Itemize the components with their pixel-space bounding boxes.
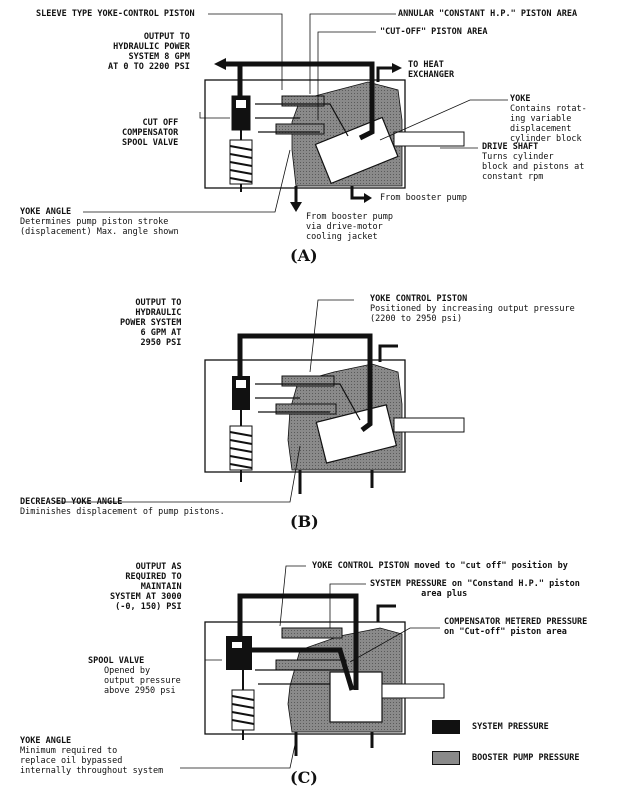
- spool-valve-top: [226, 636, 252, 670]
- panel-a-letter: (A): [290, 246, 318, 265]
- drive-shaft-desc: Turns cylinder block and pistons at cons…: [482, 152, 585, 182]
- decreased-angle-desc: Diminishes displacement of pump pistons.: [20, 507, 225, 517]
- system-pressure-line: [237, 593, 359, 690]
- annular-piston: [281, 375, 335, 387]
- drive-shaft-title: DRIVE SHAFT: [482, 142, 539, 152]
- spool-valve-desc: Opened by output pressure above 2950 psi: [104, 666, 181, 696]
- yoke-angle-c-title: YOKE ANGLE: [20, 736, 72, 746]
- panel-b-letter: (B): [290, 512, 319, 531]
- booster-pipe-bottom: [294, 732, 374, 756]
- output-c-label: OUTPUT AS REQUIRED TO MAINTAIN SYSTEM AT…: [110, 562, 182, 612]
- panel-b-pump: [54, 299, 465, 503]
- cutoff-piston: [275, 403, 337, 415]
- from-booster-jacket-label: From booster pump via drive-motor coolin…: [306, 212, 393, 242]
- drive-shaft: [393, 417, 465, 433]
- heat-exchanger-pipe: [376, 604, 396, 622]
- from-booster-label: From booster pump: [380, 193, 467, 203]
- spool-valve-title: SPOOL VALVE: [88, 656, 145, 666]
- output-b-label: OUTPUT TO HYDRAULIC POWER SYSTEM 6 GPM A…: [120, 298, 182, 348]
- heat-exchanger-pipe: [376, 66, 396, 82]
- panel-c-pump: [180, 565, 445, 769]
- yoke-piston-b-desc: Positioned by increasing output pressure…: [370, 304, 575, 324]
- booster-pipe-bottom: [294, 186, 368, 204]
- yoke-title: YOKE: [510, 94, 531, 104]
- output-a-label: OUTPUT TO HYDRAULIC POWER SYSTEM 8 GPM A…: [108, 32, 190, 72]
- booster-pipe-bottom: [298, 470, 374, 494]
- system-pressure-line: [237, 333, 373, 432]
- cutoff-area-label: "CUT-OFF" PISTON AREA: [380, 27, 488, 37]
- panel-c-letter: (C): [290, 768, 318, 787]
- yoke-block: [314, 116, 399, 185]
- cutoff-valve-label: CUT OFF COMPENSATOR SPOOL VALVE: [122, 118, 179, 148]
- compensator-line: [250, 647, 355, 691]
- heat-exchanger-pipe: [378, 344, 398, 362]
- heat-exchanger-label: TO HEAT EXCHANGER: [408, 60, 455, 80]
- piston-linkage: [255, 669, 345, 685]
- yoke-block: [315, 404, 398, 464]
- annular-piston: [281, 627, 343, 639]
- system-pressure-c-line: SYSTEM PRESSURE on "Constand H.P." pisto…: [370, 579, 580, 599]
- legend-system-label: SYSTEM PRESSURE: [472, 722, 549, 732]
- yoke-angle-a-desc: Determines pump piston stroke (displacem…: [20, 217, 179, 237]
- annular-piston: [281, 95, 325, 107]
- legend-booster-label: BOOSTER PUMP PRESSURE: [472, 753, 580, 763]
- pump-housing: [204, 359, 406, 473]
- sleeve-piston-label: SLEEVE TYPE YOKE-CONTROL PISTON: [36, 9, 195, 19]
- panel-a-pump: [83, 13, 508, 213]
- output-arrow: [214, 58, 226, 70]
- drive-shaft: [393, 131, 465, 147]
- compensator-c-line: COMPENSATOR METERED PRESSURE on "Cut-off…: [444, 617, 588, 637]
- yoke-angle-c-desc: Minimum required to replace oil bypassed…: [20, 746, 164, 776]
- yoke-piston-c-line: YOKE CONTROL PISTON moved to "cut off" p…: [312, 561, 568, 571]
- decreased-angle-title: DECREASED YOKE ANGLE: [20, 497, 123, 507]
- cutoff-piston: [275, 123, 325, 135]
- cutoff-piston: [275, 659, 347, 671]
- piston-linkage: [255, 383, 361, 421]
- yoke-angle-a-title: YOKE ANGLE: [20, 207, 72, 217]
- piston-linkage: [255, 103, 349, 137]
- heat-exchanger-arrow: [392, 63, 402, 73]
- drive-shaft: [381, 683, 445, 699]
- yoke-piston-b-title: YOKE CONTROL PISTON: [370, 294, 468, 304]
- legend-system-swatch: [432, 720, 460, 734]
- pump-housing: [204, 621, 406, 735]
- annular-area-label: ANNULAR "CONSTANT H.P." PISTON AREA: [398, 9, 578, 19]
- legend-booster-swatch: [432, 751, 460, 765]
- system-pressure-line: [237, 61, 375, 141]
- yoke-desc: Contains rotat- ing variable displacemen…: [510, 104, 587, 144]
